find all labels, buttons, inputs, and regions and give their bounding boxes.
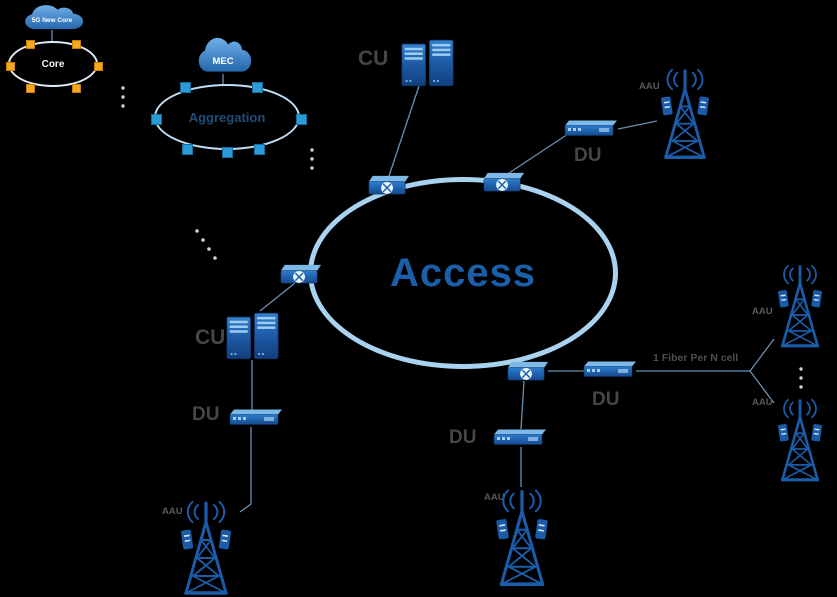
core-ring: Core (6, 40, 103, 93)
aggregation-node (252, 82, 263, 93)
core-node (26, 84, 35, 93)
cu-top-label: CU (358, 47, 389, 70)
cu-left-server (224, 309, 281, 366)
fiber-note: 1 Fiber Per N cell (653, 352, 739, 364)
aggregation-node (182, 144, 193, 155)
aggregation-ring: Aggregation (151, 82, 307, 158)
aau-right-lower-tower (769, 398, 831, 491)
cloud-icon (198, 37, 252, 72)
access-ring: Access (308, 177, 618, 369)
core-cloud: 5G New Core (20, 3, 84, 33)
du-bottom-center-device (492, 428, 548, 452)
du-device-icon (493, 429, 546, 445)
link-cu-top-access (388, 85, 420, 177)
access-switch-top-left (366, 174, 410, 202)
ellipsis-dots (121, 86, 803, 389)
aau-bottom-left-tower (168, 500, 244, 597)
branch-upper (749, 338, 775, 372)
core-node (94, 62, 103, 71)
access-ring-label: Access (389, 250, 537, 295)
aau-right-upper-label: AAU (752, 306, 773, 317)
core-node (26, 40, 35, 49)
radio-tower-icon (496, 489, 548, 587)
core-ring-label: Core (41, 58, 65, 70)
aau-bottom-left-label: AAU (162, 506, 183, 517)
access-switch-left (278, 263, 322, 291)
radio-tower-icon (778, 264, 822, 348)
cu-left-label: CU (195, 326, 226, 349)
core-node (72, 84, 81, 93)
aggregation-node (180, 82, 191, 93)
branch-lower (749, 370, 775, 404)
mec-cloud-label: MEC (212, 55, 234, 67)
aau-bottom-center-label: AAU (484, 492, 505, 503)
aggregation-node (151, 114, 162, 125)
core-cloud-label: 5G New Core (31, 16, 73, 24)
switch-icon (483, 172, 525, 192)
aau-right-upper-tower (769, 264, 831, 357)
cu-top-server (399, 36, 456, 93)
du-device-icon (583, 361, 636, 377)
access-switch-top-right (481, 171, 525, 199)
link-access-du-top-right (508, 133, 569, 174)
aau-bottom-center-tower (486, 484, 558, 597)
cloud-icon (25, 5, 84, 30)
server-icon (401, 39, 454, 87)
switch-icon (280, 264, 322, 284)
radio-tower-icon (778, 398, 822, 482)
du-right-label: DU (592, 389, 620, 410)
link-access-du-bottom (520, 380, 525, 430)
aggregation-ring-label: Aggregation (188, 109, 266, 125)
server-icon (226, 312, 279, 360)
aggregation-node (222, 147, 233, 158)
du-top-right-device (563, 119, 619, 143)
core-node (72, 40, 81, 49)
du-left-label: DU (192, 404, 220, 425)
access-switch-bottom (505, 360, 549, 388)
switch-icon (368, 175, 410, 195)
radio-tower-icon (181, 501, 231, 595)
aau-top-right-tower (648, 68, 722, 169)
du-device-icon (229, 409, 282, 425)
core-node (6, 62, 15, 71)
du-bottom-center-label: DU (449, 427, 477, 448)
aau-top-right-label: AAU (639, 81, 660, 92)
link-access-cu-left (259, 282, 296, 312)
aggregation-node (254, 144, 265, 155)
du-left-device (228, 408, 284, 432)
link-du-aau-bottom-left (239, 427, 252, 513)
aau-right-lower-label: AAU (752, 397, 773, 408)
du-device-icon (564, 120, 617, 136)
radio-tower-icon (661, 68, 709, 159)
mec-cloud: MEC (194, 35, 252, 77)
du-top-right-label: DU (574, 145, 602, 166)
switch-icon (507, 361, 549, 381)
link-du-aau-top-right (617, 120, 658, 130)
aggregation-node (296, 114, 307, 125)
du-right-device (582, 360, 638, 384)
